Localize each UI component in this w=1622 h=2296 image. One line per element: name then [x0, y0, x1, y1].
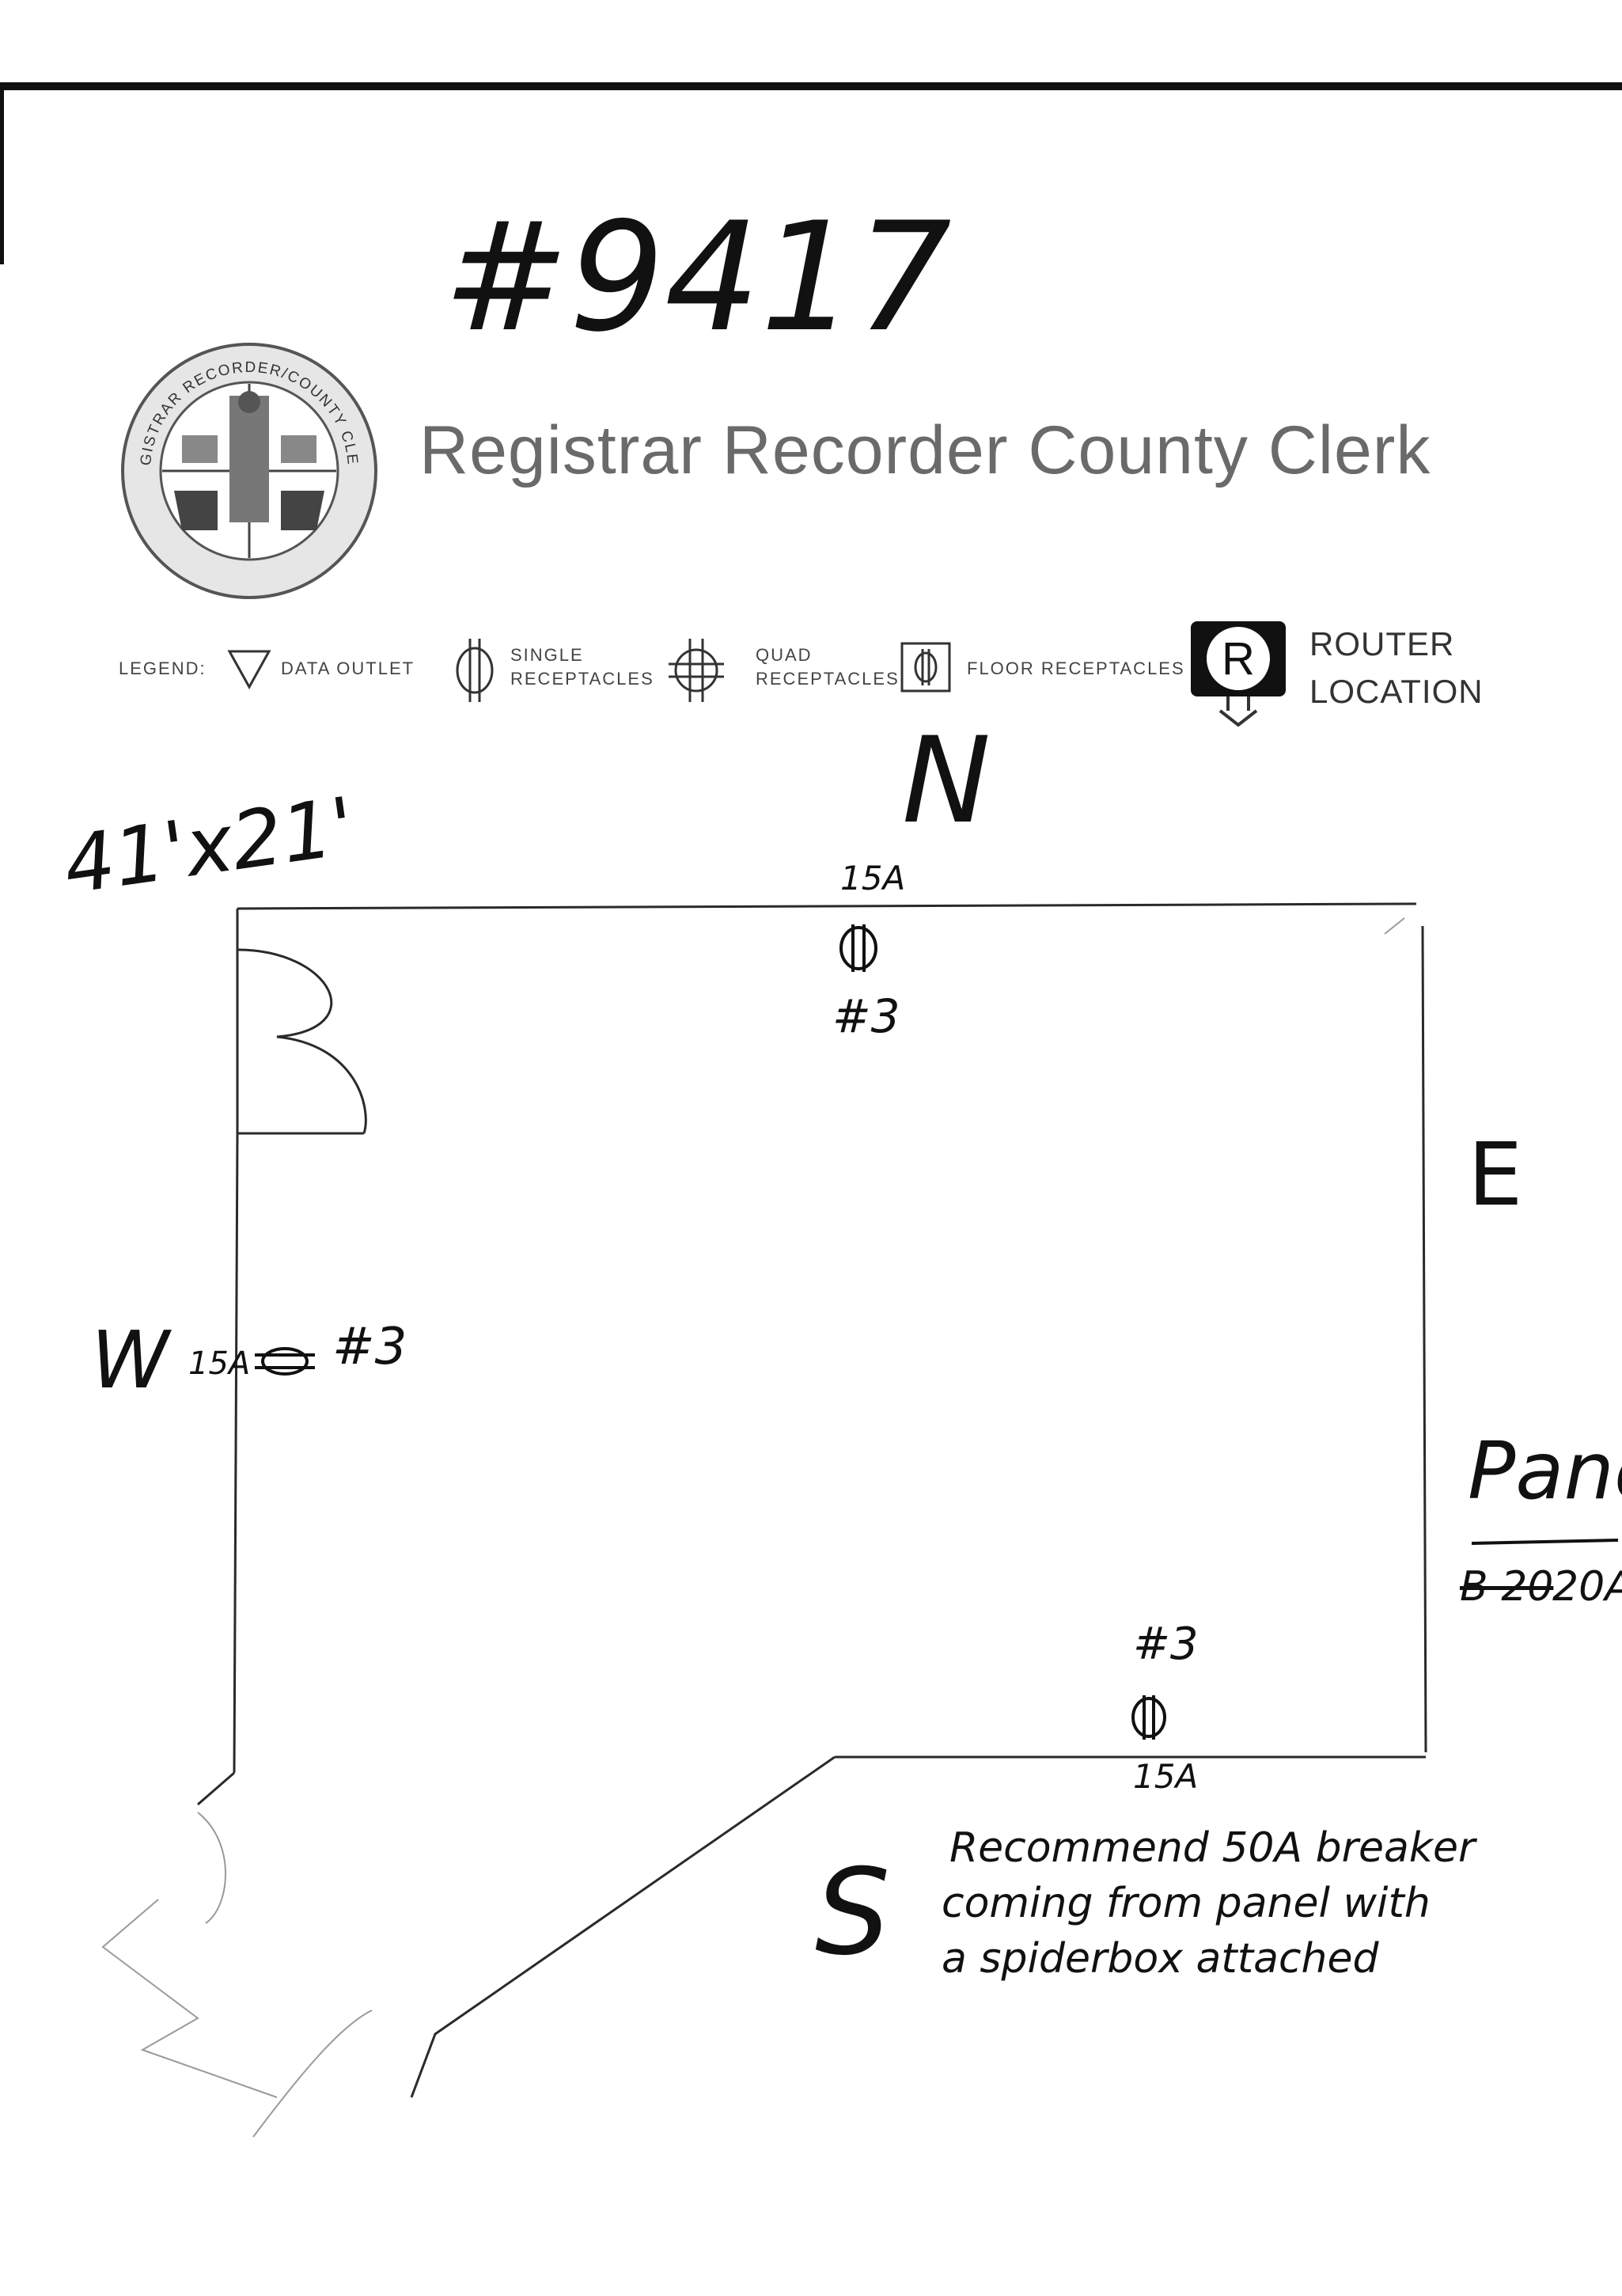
single-receptacle-icon	[456, 639, 494, 702]
legend-label: LEGEND:	[119, 658, 207, 678]
legend: LEGEND: DATA OUTLET SINGLE RECEPTACLES Q…	[0, 617, 1622, 744]
legend-item-label-line1: QUAD	[756, 645, 813, 665]
sketch-lines	[101, 917, 1405, 2138]
legend-item-label-line1: ROUTER	[1309, 625, 1455, 662]
legend-item-label: FLOOR RECEPTACLES	[967, 658, 1185, 678]
compass-south: S	[815, 1844, 891, 1982]
west-outlet-icon	[255, 1347, 315, 1376]
north-outlet-icon	[839, 924, 877, 972]
panel-label: Panel	[1468, 1425, 1622, 1517]
south-outlet-icon	[1131, 1695, 1166, 1740]
ticket-number: #9417	[443, 190, 952, 365]
panel-struck-text: B 20	[1460, 1563, 1554, 1611]
organization-title: Registrar Recorder County Clerk	[419, 412, 1431, 488]
west-outlet-amperage: 15A	[188, 1345, 251, 1382]
note-line: Recommend 50A breaker	[949, 1824, 1476, 1872]
compass-west: W	[91, 1314, 169, 1406]
floor-receptacle-icon	[900, 642, 951, 693]
quad-receptacle-icon	[669, 639, 724, 702]
data-outlet-icon	[227, 650, 271, 690]
south-outlet-amperage: 15A	[1133, 1757, 1199, 1796]
north-outlet-amperage: 15A	[840, 859, 906, 898]
legend-item-label-line2: RECEPTACLES	[510, 669, 654, 689]
svg-text:R: R	[1222, 633, 1255, 685]
compass-east: E	[1468, 1124, 1523, 1225]
legend-item-label-line1: SINGLE	[510, 645, 584, 665]
note-line: a spiderbox attached	[942, 1935, 1379, 1983]
legend-item-label: DATA OUTLET	[281, 658, 415, 678]
west-outlet-circuit: #3	[332, 1318, 407, 1376]
page-left-border	[0, 82, 4, 264]
floor-plan-outline	[197, 902, 1427, 2098]
panel-underline	[1471, 1539, 1619, 1545]
panel-breaker: 20A	[1552, 1563, 1622, 1611]
legend-item-label-line2: RECEPTACLES	[756, 669, 900, 689]
legend-item-label-line2: LOCATION	[1309, 673, 1484, 710]
page-top-border	[0, 82, 1622, 90]
county-seal-icon: REGISTRAR RECORDER/COUNTY CLERK	[119, 340, 377, 599]
note-line: coming from panel with	[942, 1880, 1431, 1927]
north-outlet-circuit: #3	[832, 989, 900, 1043]
router-icon: R	[1191, 621, 1286, 727]
recommendation-note: Recommend 50A breaker coming from panel …	[942, 1820, 1476, 1987]
south-outlet-circuit: #3	[1133, 1619, 1199, 1670]
compass-north: N	[902, 712, 991, 850]
